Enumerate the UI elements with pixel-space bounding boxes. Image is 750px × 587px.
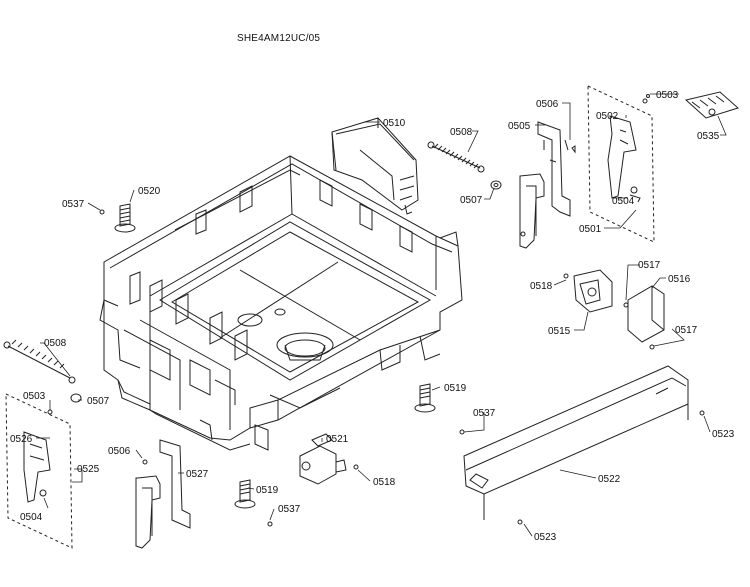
callout-0517-upper: 0517 xyxy=(638,260,661,271)
callout-0506-upper: 0506 xyxy=(536,99,559,110)
part-0516-cover xyxy=(627,285,665,343)
callout-0523-lower: 0523 xyxy=(534,532,557,543)
callout-0525: 0525 xyxy=(77,464,100,475)
callout-0503-upper: 0503 xyxy=(656,90,679,101)
callout-0504-left: 0504 xyxy=(20,512,43,523)
callout-0523-right: 0523 xyxy=(712,429,735,440)
part-0510-module xyxy=(331,117,419,215)
part-0507-bushing-upper xyxy=(490,180,502,190)
callout-0527: 0527 xyxy=(186,469,209,480)
part-0508-spring-upper xyxy=(427,141,485,173)
callout-0504-upper: 0504 xyxy=(612,196,635,207)
callout-0506-left: 0506 xyxy=(108,446,131,457)
callout-0535: 0535 xyxy=(697,131,720,142)
part-0505-hinge-right xyxy=(519,121,576,249)
part-0519-foot-a xyxy=(414,383,436,413)
part-0537-screw-a xyxy=(99,209,105,215)
part-0521-valve xyxy=(299,433,347,485)
part-0515-bracket xyxy=(573,269,613,313)
callout-0526: 0526 xyxy=(10,434,33,445)
callout-0518-lower: 0518 xyxy=(373,477,396,488)
leader-lines xyxy=(36,93,727,537)
callout-0516: 0516 xyxy=(668,274,691,285)
callout-0508-upper: 0508 xyxy=(450,127,473,138)
part-0503-screw xyxy=(646,94,650,98)
part-0507-bushing-left xyxy=(70,393,82,403)
callout-0520: 0520 xyxy=(138,186,161,197)
callout-0522: 0522 xyxy=(598,474,621,485)
callout-0519-lower: 0519 xyxy=(256,485,279,496)
callout-0508-left: 0508 xyxy=(44,338,67,349)
group-0501-dashed-box xyxy=(587,85,655,243)
tub-base-assembly xyxy=(99,155,463,451)
part-0535-plate xyxy=(684,91,739,119)
callout-0505: 0505 xyxy=(508,121,531,132)
callout-0502: 0502 xyxy=(596,111,619,122)
part-0508-spring-left xyxy=(3,339,76,384)
callout-0501: 0501 xyxy=(579,224,602,235)
callout-0537-mid: 0537 xyxy=(473,408,496,419)
group-0525-dashed-box xyxy=(5,393,73,549)
callout-0521: 0521 xyxy=(326,434,349,445)
part-0522-kick-panel xyxy=(463,365,689,520)
callout-labels: 0510 0508 0506 0505 0502 0503 0535 0504 … xyxy=(10,90,735,543)
part-0527-hinge-left xyxy=(135,439,191,549)
callout-0537-upper: 0537 xyxy=(62,199,85,210)
callout-0519-upper: 0519 xyxy=(444,383,467,394)
callout-0507-upper: 0507 xyxy=(460,195,483,206)
callout-0518-upper: 0518 xyxy=(530,281,553,292)
part-0520-foot xyxy=(114,203,136,233)
callout-0510: 0510 xyxy=(383,118,406,129)
model-code-title: SHE4AM12UC/05 xyxy=(237,33,321,44)
part-0518-screw-b xyxy=(353,464,359,470)
part-0523-screws xyxy=(517,410,705,525)
callout-0537-lower: 0537 xyxy=(278,504,301,515)
callout-0503-left: 0503 xyxy=(23,391,46,402)
part-0517-screws xyxy=(623,302,655,350)
part-0519-foot-b xyxy=(234,479,256,509)
callout-0515: 0515 xyxy=(548,326,571,337)
callout-0507-left: 0507 xyxy=(87,396,110,407)
callout-0517-lower: 0517 xyxy=(675,325,698,336)
part-0518-screw-a xyxy=(563,273,569,279)
